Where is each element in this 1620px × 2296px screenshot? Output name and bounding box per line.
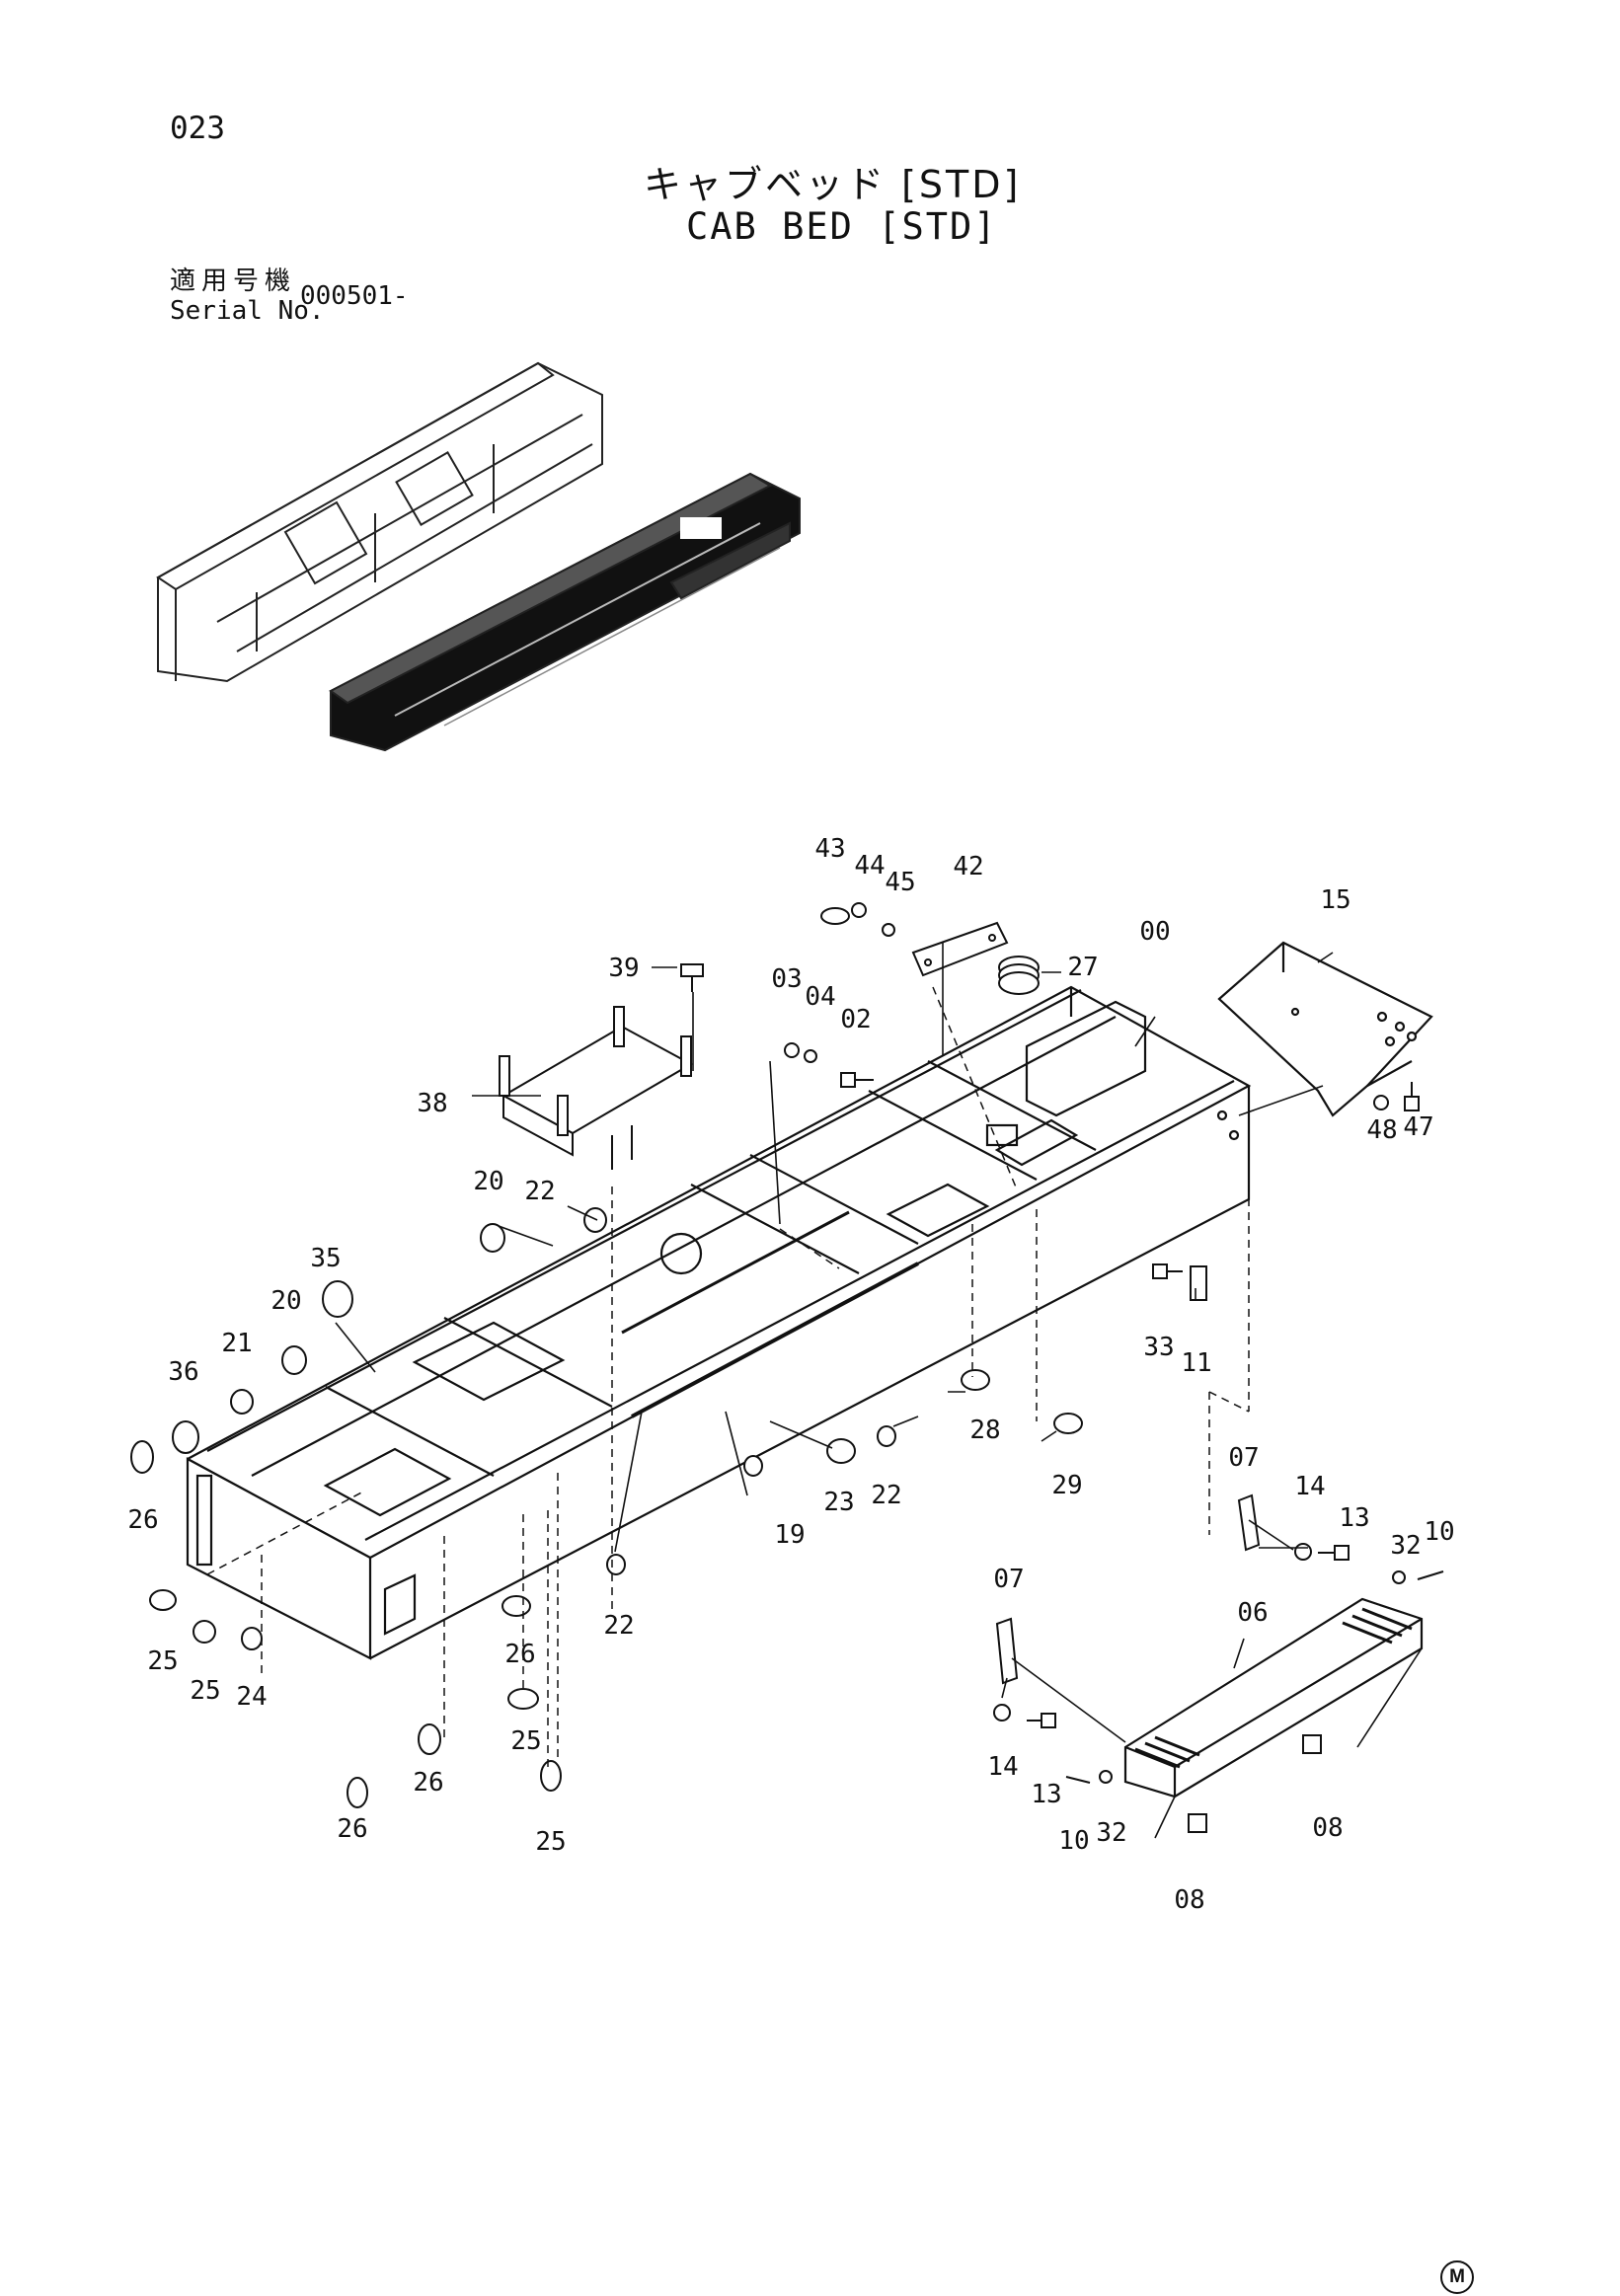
callout-45: 45 xyxy=(885,868,916,897)
callout-38: 38 xyxy=(417,1089,448,1118)
callout-21: 21 xyxy=(221,1329,253,1358)
callout-25-c: 25 xyxy=(510,1726,542,1756)
overview-thumbnail xyxy=(156,361,801,752)
serial-label-english: Serial No. xyxy=(170,296,325,326)
callout-25-d: 25 xyxy=(535,1827,567,1857)
callout-06: 06 xyxy=(1237,1598,1269,1628)
callout-26-d: 26 xyxy=(337,1814,368,1844)
cover-plate-42 xyxy=(911,921,1009,977)
callout-48: 48 xyxy=(1366,1115,1398,1145)
callout-02: 02 xyxy=(840,1005,872,1034)
cab-bed-frame xyxy=(186,985,1252,1660)
callout-32-b: 32 xyxy=(1096,1818,1127,1848)
callout-23: 23 xyxy=(823,1488,855,1517)
manufacturer-mark: M xyxy=(1440,2260,1474,2294)
callout-00: 00 xyxy=(1139,917,1171,947)
callout-26-c: 26 xyxy=(413,1768,444,1798)
callout-14-b: 14 xyxy=(987,1752,1019,1782)
callout-14-a: 14 xyxy=(1294,1472,1326,1501)
callout-27: 27 xyxy=(1067,953,1099,982)
small-parts xyxy=(130,902,1444,1833)
serial-label-japanese: 適用号機 xyxy=(170,267,297,296)
callout-28: 28 xyxy=(969,1416,1001,1445)
callout-33: 33 xyxy=(1143,1333,1175,1362)
callout-42: 42 xyxy=(953,852,984,881)
callout-07-a: 07 xyxy=(1228,1443,1260,1473)
callout-03: 03 xyxy=(771,964,803,994)
callout-10-a: 10 xyxy=(1424,1517,1455,1547)
callout-24: 24 xyxy=(236,1682,268,1712)
dashed-leaders xyxy=(206,986,1250,1767)
callout-13-b: 13 xyxy=(1031,1780,1062,1809)
callout-20-b: 20 xyxy=(270,1286,302,1316)
callout-19: 19 xyxy=(774,1520,806,1550)
callout-08-a: 08 xyxy=(1312,1813,1344,1843)
serial-number-value: 000501- xyxy=(300,281,409,311)
callout-22-b: 22 xyxy=(871,1481,902,1510)
callout-11: 11 xyxy=(1181,1348,1212,1378)
callout-04: 04 xyxy=(805,982,836,1012)
callout-43: 43 xyxy=(814,834,846,864)
step-06 xyxy=(1123,1597,1424,1799)
side-panel-15 xyxy=(1217,941,1433,1117)
callout-10-b: 10 xyxy=(1058,1826,1090,1856)
callout-22-c: 22 xyxy=(603,1611,635,1641)
callout-20-a: 20 xyxy=(473,1167,504,1196)
callout-15: 15 xyxy=(1320,885,1351,915)
callout-26-a: 26 xyxy=(127,1505,159,1535)
page-number: 023 xyxy=(170,111,225,146)
callout-07-b: 07 xyxy=(993,1565,1025,1594)
callout-35: 35 xyxy=(310,1244,342,1273)
callout-25-b: 25 xyxy=(190,1676,221,1706)
callout-32-a: 32 xyxy=(1390,1531,1422,1561)
callout-22-a: 22 xyxy=(524,1177,556,1206)
callout-26-b: 26 xyxy=(504,1640,536,1669)
title-japanese: キャブベッド [STD] xyxy=(644,163,1022,206)
callout-29: 29 xyxy=(1051,1471,1083,1500)
callout-36: 36 xyxy=(168,1357,199,1387)
callout-25-a: 25 xyxy=(147,1646,179,1676)
callout-13-a: 13 xyxy=(1339,1503,1370,1533)
callout-08-b: 08 xyxy=(1174,1885,1205,1915)
title-english: CAB BED [STD] xyxy=(686,205,998,248)
leader-lines xyxy=(335,943,1423,1839)
callout-47: 47 xyxy=(1403,1112,1434,1142)
callout-44: 44 xyxy=(854,851,886,880)
bracket-38 xyxy=(499,1006,694,1170)
callout-39: 39 xyxy=(608,954,640,983)
